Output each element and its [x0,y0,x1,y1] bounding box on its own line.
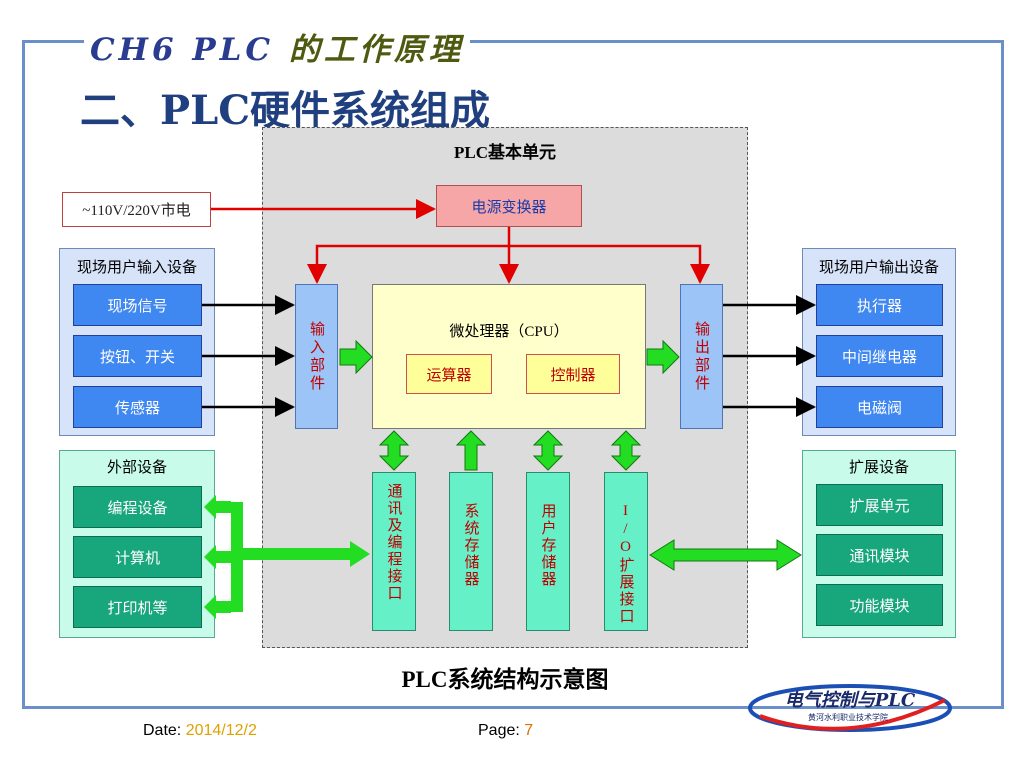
output-devices-title: 现场用户输出设备 [818,260,939,276]
chapter-label: CH6 PLC [90,32,275,68]
output-unit: 输出部件 [680,284,723,429]
external-device-programmer: 编程设备 [73,486,202,528]
college-logo: 电气控制与PLC 黄河水利职业技术学院 [748,684,952,732]
external-device-computer: 计算机 [73,536,202,578]
external-bus-bar [231,502,243,612]
module-system-memory: 系统存储器 [449,472,493,631]
date-value: 2014/12/2 [185,722,257,739]
cpu-title: 微处理器（CPU） [449,324,569,340]
output-device-actuator: 执行器 [816,284,943,326]
input-unit: 输入部件 [295,284,338,429]
frame-right [1001,40,1004,708]
module-io-expansion-interface: I/O扩展接口 [604,472,648,631]
footer-page: Page: 7 [478,722,533,740]
plc-basic-unit-title: PLC基本单元 [454,143,556,162]
output-device-solenoid: 电磁阀 [816,386,943,428]
chapter-subtitle: 的工作原理 [288,32,464,68]
frame-left [22,40,25,708]
logo-title: 电气控制与PLC [785,690,916,711]
expansion-function-module: 功能模块 [816,584,943,626]
input-device-sensor: 传感器 [73,386,202,428]
logo-subtitle: 黄河水利职业技术学院 [808,712,888,722]
date-label: Date: [143,722,182,739]
cpu-controller: 控制器 [526,354,620,394]
cpu-alu: 运算器 [406,354,492,394]
diagram-caption: PLC系统结构示意图 [401,667,609,692]
input-device-buttons-switches: 按钮、开关 [73,335,202,377]
page-number: 7 [524,722,534,739]
mains-power-source: ~110V/220V市电 [62,192,211,227]
module-user-memory: 用户存储器 [526,472,570,631]
output-device-relay: 中间继电器 [816,335,943,377]
expansion-comm-module: 通讯模块 [816,534,943,576]
input-device-field-signal: 现场信号 [73,284,202,326]
expansion-unit: 扩展单元 [816,484,943,526]
module-comm-programming-interface: 通讯及编程接口 [372,472,416,631]
frame-bottom [22,706,1004,709]
page-title: 二、PLC硬件系统组成 [80,87,491,134]
input-devices-title: 现场用户输入设备 [76,260,197,276]
footer-date: Date: 2014/12/2 [143,722,257,740]
frame-top [22,40,1004,43]
power-converter: 电源变换器 [436,185,582,227]
external-device-printer: 打印机等 [73,586,202,628]
chapter-title: CH6 PLC 的工作原理 [84,24,470,69]
external-devices-title: 外部设备 [106,460,167,476]
expansion-devices-title: 扩展设备 [848,460,909,476]
page-label: Page: [478,722,520,739]
